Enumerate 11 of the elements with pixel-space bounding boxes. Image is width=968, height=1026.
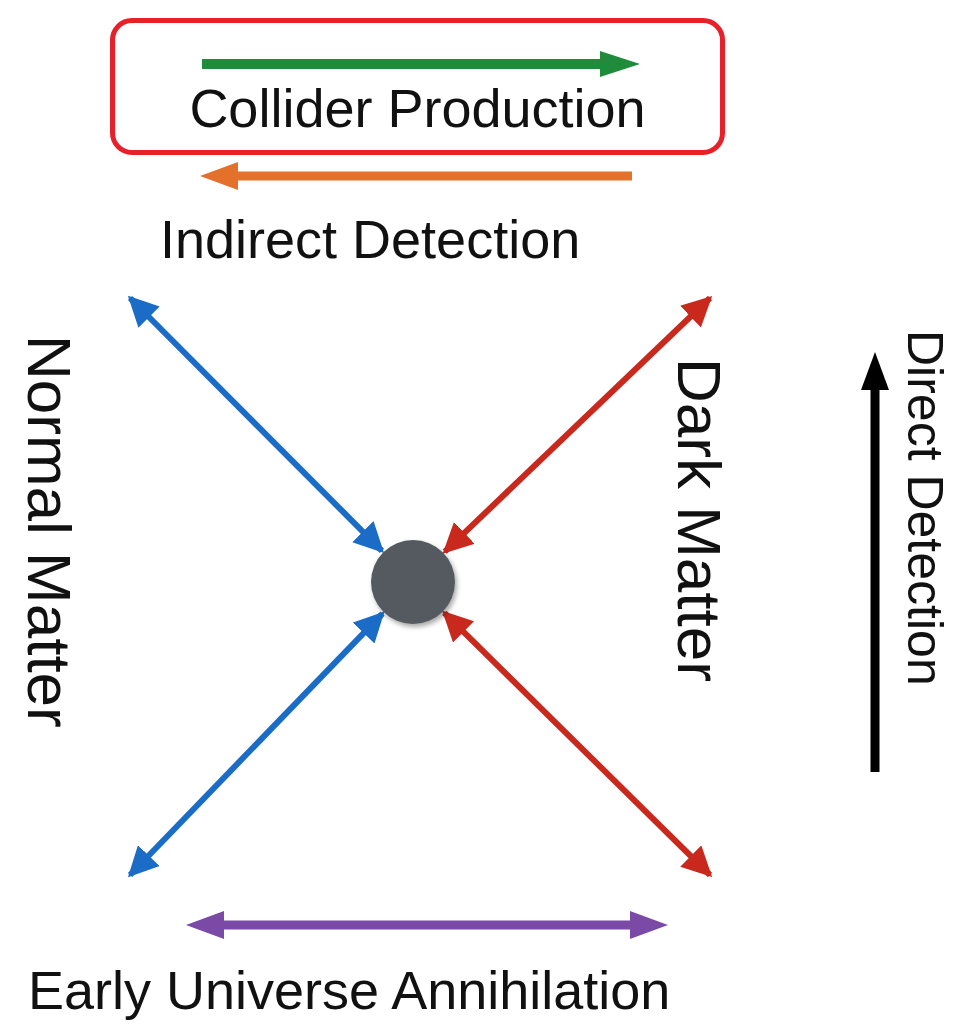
double-arrow [442, 610, 713, 878]
node-label: Collider Production [189, 81, 646, 135]
double-arrow [442, 295, 713, 554]
double-arrow [127, 295, 385, 553]
axis-label: Normal Matter [18, 335, 80, 728]
caption-label: Direct Detection [900, 330, 950, 686]
axis-label: Dark Matter [668, 358, 730, 682]
particle-circle [371, 540, 455, 624]
double-arrow [127, 611, 385, 878]
highlight-box [110, 18, 725, 155]
caption-label: Indirect Detection [160, 212, 581, 266]
